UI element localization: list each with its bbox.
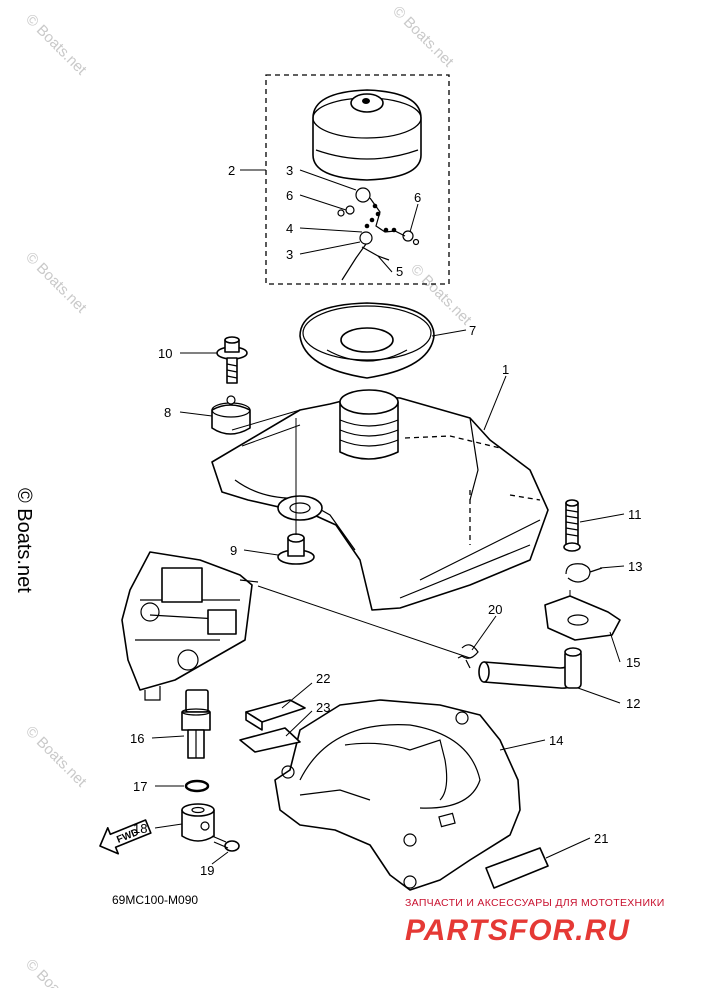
clip-top	[355, 187, 371, 203]
watermark: © Boats.net	[22, 956, 90, 988]
callouts: 2 3 6 4 3 5 6 7 1 10 8 9 11 13 15 12 20 …	[130, 163, 642, 878]
part-7-gasket	[299, 302, 435, 379]
callout-3b: 3	[286, 247, 293, 262]
watermark: © Boats.net	[22, 723, 90, 791]
leader-lines	[151, 169, 625, 865]
callout-9: 9	[230, 543, 237, 558]
callout-18: 18	[133, 821, 147, 836]
callout-5: 5	[396, 264, 403, 279]
callout-20: 20	[488, 602, 502, 617]
watermark: © Boats.net	[389, 3, 457, 71]
watermark: © Boats.net	[22, 249, 90, 317]
callout-11: 11	[628, 507, 642, 522]
callout-16: 16	[130, 731, 144, 746]
callout-17: 17	[133, 779, 147, 794]
callout-15: 15	[626, 655, 640, 670]
fuel-cap-assembly	[265, 74, 450, 285]
banner-tagline: ЗАПЧАСТИ И АКСЕССУАРЫ ДЛЯ МОТОТЕХНИКИ	[405, 897, 665, 909]
callout-4: 4	[286, 221, 293, 236]
part-20-clip	[457, 644, 479, 669]
part-22-23-labels	[239, 699, 306, 753]
callout-8: 8	[164, 405, 171, 420]
callout-7: 7	[469, 323, 476, 338]
callout-22: 22	[316, 671, 330, 686]
carburetor	[121, 551, 259, 701]
watermark: © Boats.net	[22, 11, 90, 79]
callout-10: 10	[158, 346, 172, 361]
callout-13: 13	[628, 559, 642, 574]
banner-brand: PARTSFOR.RU	[405, 914, 630, 947]
callout-6b: 6	[414, 190, 421, 205]
callout-3a: 3	[286, 163, 293, 178]
part-10-bolt	[216, 336, 248, 384]
part-1-fuel-tank	[211, 389, 549, 611]
part-16-shaft	[181, 689, 211, 759]
part-21-label	[485, 847, 549, 889]
part-11-pin	[563, 499, 581, 552]
fuel-line	[257, 585, 471, 659]
partsfor-banner: ЗАПЧАСТИ И АКСЕССУАРЫ ДЛЯ МОТОТЕХНИКИ PA…	[405, 897, 665, 947]
part-8-grommet	[211, 395, 301, 447]
part-15-bracket	[544, 590, 621, 641]
callout-23: 23	[316, 700, 330, 715]
part-14-bottom-cover	[274, 699, 521, 891]
callout-12: 12	[626, 696, 640, 711]
part-13-spring-clip	[565, 563, 603, 583]
part-9-damper	[277, 418, 315, 565]
part-17-o-ring	[184, 779, 210, 793]
callout-19: 19	[200, 863, 214, 878]
assembly-boundary	[265, 74, 450, 285]
part-12-hose	[478, 647, 582, 689]
callout-21: 21	[594, 831, 608, 846]
copyright-label: © Boats.net	[13, 488, 35, 593]
clip-bottom	[359, 231, 373, 245]
fuel-cap	[312, 89, 422, 181]
callout-1: 1	[502, 362, 509, 377]
callout-14: 14	[549, 733, 563, 748]
diagram-code: 69MC100-M090	[112, 893, 198, 907]
part-19-screw	[211, 835, 240, 852]
callout-2: 2	[228, 163, 235, 178]
callout-6a: 6	[286, 188, 293, 203]
part-18-knob	[181, 803, 215, 842]
